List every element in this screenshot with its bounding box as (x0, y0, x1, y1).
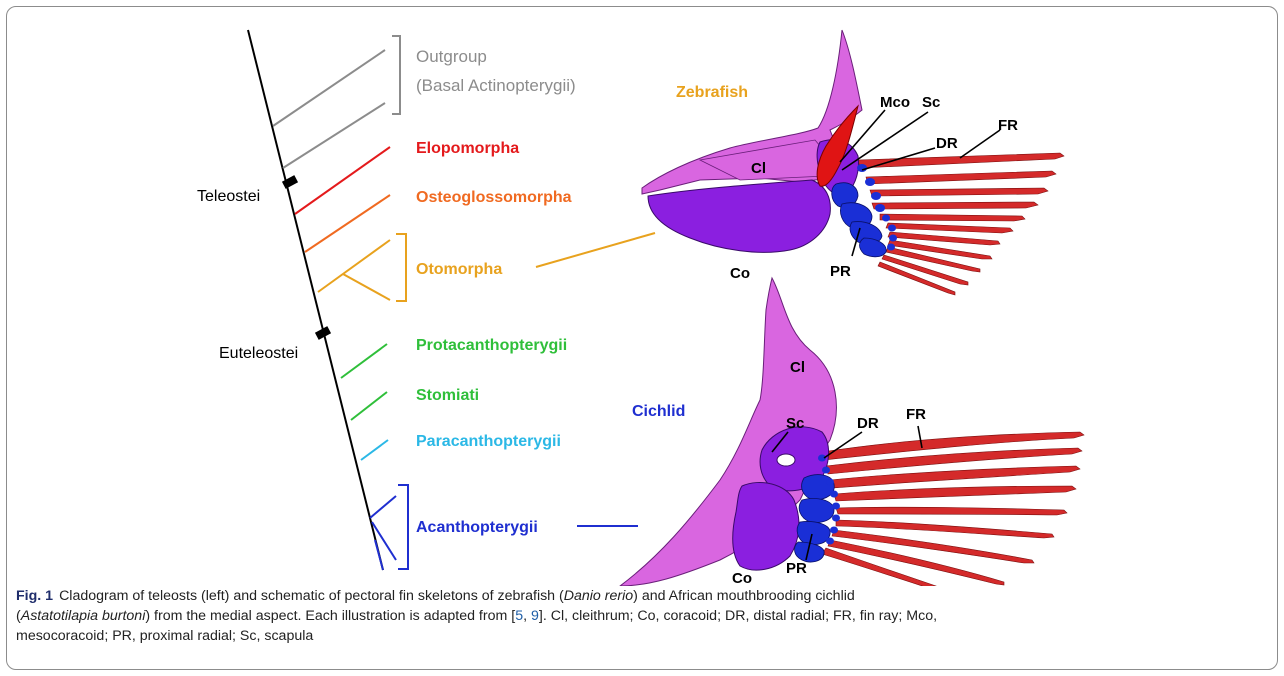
zebrafish-coracoid (648, 180, 830, 252)
zebrafish-label-mco: Mco (880, 94, 910, 111)
zebrafish-label-cl: Cl (751, 160, 766, 177)
label-stomiati: Stomiati (416, 387, 479, 404)
bracket-outgroup (392, 36, 400, 114)
zebrafish-label-pr: PR (830, 263, 851, 280)
cichlid-fin-skeleton: Cichlid Cl Sc DR FR Co PR (620, 278, 1084, 586)
caption-text-5: ]. Cl, cleithrum; Co, coracoid; DR, dist… (539, 608, 937, 624)
caption-figure-number: Fig. 1 (16, 588, 53, 604)
cichlid-label-cl: Cl (790, 359, 805, 376)
zebrafish-title: Zebrafish (676, 84, 748, 101)
cladogram: Outgroup (Basal Actinopterygii) Teleoste… (197, 30, 655, 570)
figure-illustration: Outgroup (Basal Actinopterygii) Teleoste… (0, 0, 1284, 586)
zebrafish-label-co: Co (730, 265, 750, 282)
label-basal-actinopterygii: (Basal Actinopterygii) (416, 76, 576, 95)
cichlid-label-co: Co (732, 570, 752, 586)
label-teleostei: Teleostei (197, 188, 260, 205)
caption-ref-9-link[interactable]: 9 (531, 608, 539, 624)
branch-acanthopterygii-1 (370, 496, 396, 518)
branch-protacanthopterygii (341, 344, 387, 378)
caption-species-1: Danio rerio (564, 588, 633, 604)
cladogram-spine (248, 30, 383, 570)
cichlid-label-sc: Sc (786, 415, 804, 432)
caption-ref-separator: , (523, 608, 531, 624)
label-protacanthopterygii: Protacanthopterygii (416, 337, 567, 354)
figure-caption: Fig. 1 Cladogram of teleosts (left) and s… (16, 586, 1266, 646)
cichlid-label-fr: FR (906, 406, 926, 423)
branch-acanthopterygii-stem (375, 540, 383, 570)
label-outgroup: Outgroup (416, 47, 487, 66)
zebrafish-label-sc: Sc (922, 94, 940, 111)
zebrafish-label-fr: FR (998, 117, 1018, 134)
cichlid-fin-rays (822, 432, 1084, 586)
label-euteleostei: Euteleostei (219, 345, 298, 362)
label-osteoglossomorpha: Osteoglossomorpha (416, 189, 572, 206)
caption-text-6: mesocoracoid; PR, proximal radial; Sc, s… (16, 628, 313, 644)
caption-text-2: ) and African mouthbrooding cichlid (633, 588, 855, 604)
cichlid-label-dr: DR (857, 415, 879, 432)
caption-species-2: Astatotilapia burtoni (21, 608, 146, 624)
label-acanthopterygii: Acanthopterygii (416, 519, 538, 536)
caption-ref-5-link[interactable]: 5 (515, 608, 523, 624)
zebrafish-label-dr: DR (936, 135, 958, 152)
bracket-acanthopterygii (398, 485, 408, 569)
branch-otomorpha-2 (343, 274, 390, 300)
branch-paracanthopterygii (361, 440, 388, 460)
caption-text-1: Cladogram of teleosts (left) and schemat… (59, 588, 564, 604)
branch-otomorpha-1 (318, 240, 390, 292)
branch-outgroup-2 (283, 103, 385, 168)
bracket-otomorpha (396, 234, 406, 301)
label-paracanthopterygii: Paracanthopterygii (416, 433, 561, 450)
branch-stomiati (351, 392, 387, 420)
branch-osteoglossomorpha (305, 195, 390, 252)
cichlid-scapula-foramen (777, 454, 795, 466)
label-otomorpha: Otomorpha (416, 261, 502, 278)
cichlid-title: Cichlid (632, 403, 685, 420)
cichlid-label-pr: PR (786, 560, 807, 577)
cichlid-coracoid (733, 482, 799, 570)
label-elopomorpha: Elopomorpha (416, 140, 519, 157)
zebrafish-fin-rays (858, 153, 1064, 295)
zebrafish-fin-skeleton: Zebrafish Mco Sc DR FR Cl Co PR (642, 30, 1064, 295)
connector-otomorpha-zebrafish (536, 233, 655, 267)
caption-text-4: ) from the medial aspect. Each illustrat… (145, 608, 515, 624)
